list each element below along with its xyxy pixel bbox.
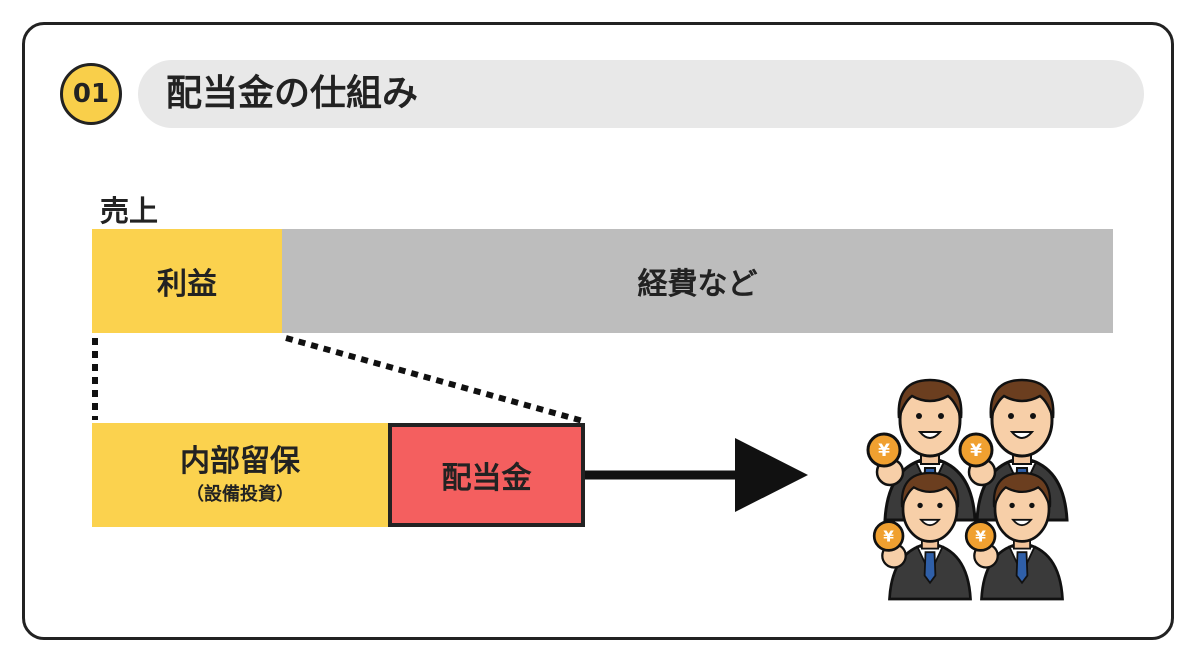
expense-label: 経費など bbox=[637, 267, 758, 302]
title-bar bbox=[138, 60, 1144, 128]
section-number-badge: 01 bbox=[60, 63, 122, 125]
retained-earnings-label: 内部留保 bbox=[180, 444, 300, 479]
sales-label: 売上 bbox=[100, 194, 159, 228]
profit-label: 利益 bbox=[157, 267, 217, 302]
arrow-right-icon bbox=[570, 438, 808, 512]
expense-segment: 経費など bbox=[282, 229, 1113, 333]
page-title: 配当金の仕組み bbox=[166, 73, 419, 114]
retained-earnings-segment: 内部留保 （設備投資） bbox=[92, 423, 388, 527]
profit-segment: 利益 bbox=[92, 229, 282, 333]
retained-earnings-sublabel: （設備投資） bbox=[186, 484, 294, 505]
dividend-segment: 配当金 bbox=[388, 423, 585, 527]
dividend-label: 配当金 bbox=[441, 461, 532, 496]
